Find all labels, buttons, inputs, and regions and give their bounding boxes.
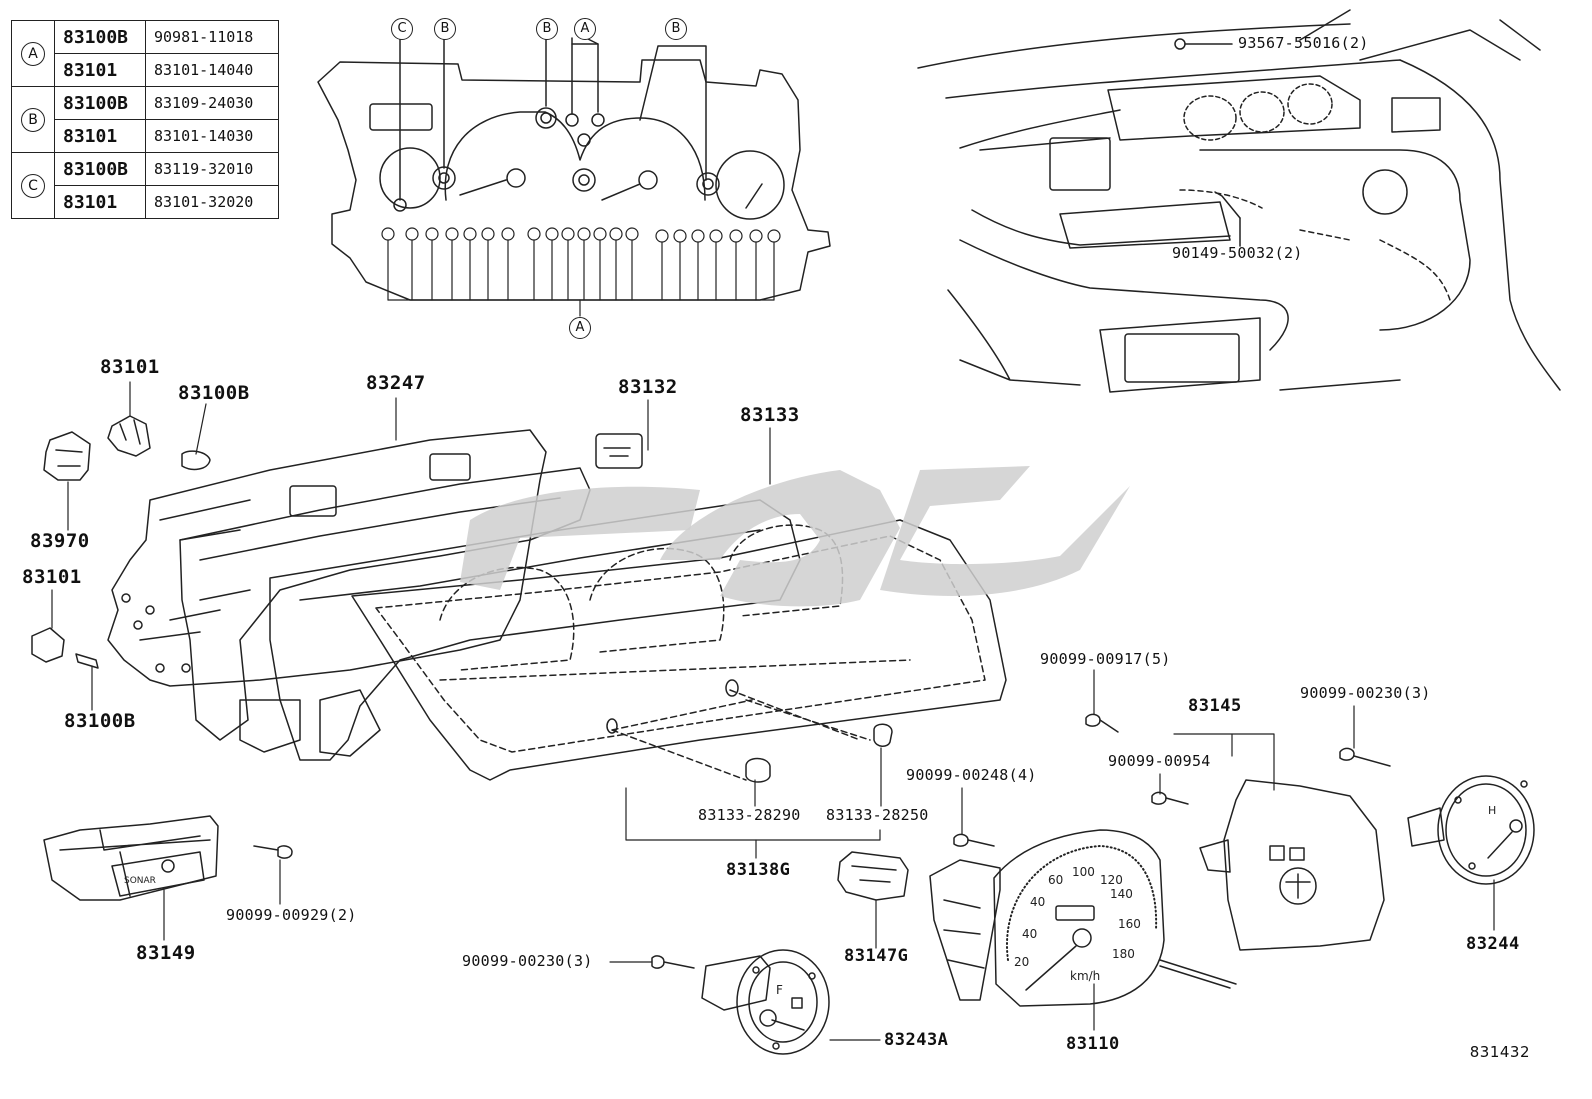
part-label[interactable]: 90099-00230(3) xyxy=(1300,684,1431,702)
temp-gauge-high-mark: H xyxy=(1488,804,1496,817)
diagram-code: 831432 xyxy=(1469,1043,1530,1061)
part-label[interactable]: 83100B xyxy=(178,382,250,404)
legend-part: 83100B xyxy=(54,86,146,120)
legend-row: 83101 83101-14030 xyxy=(12,119,279,153)
part-label[interactable]: 83138G xyxy=(726,860,791,880)
legend-symbol-cell: A xyxy=(11,20,55,87)
bulb-socket-row xyxy=(393,107,720,212)
scale-mark: 100 xyxy=(1072,865,1095,879)
part-label[interactable]: 90149-50032(2) xyxy=(1172,244,1303,262)
legend-part: 83101 xyxy=(54,119,146,153)
bulb-legend-table: A 83100B 90981-11018 83101 83101-14040 B… xyxy=(11,20,279,219)
part-label[interactable]: 83100B xyxy=(64,710,136,732)
legend-number: 83101-14040 xyxy=(145,53,279,87)
cluster-circuit-board xyxy=(179,433,643,753)
part-label[interactable]: 83145 xyxy=(1188,696,1242,716)
callout-a: A xyxy=(569,317,591,339)
part-label[interactable]: 93567-55016(2) xyxy=(1238,34,1369,52)
callout-b: B xyxy=(434,18,456,40)
legend-symbol-b: B xyxy=(21,107,45,132)
bulb-socket-parts xyxy=(31,415,211,669)
sonar-module: SONAR xyxy=(43,815,219,901)
dashboard-location-view xyxy=(917,9,1561,393)
sonar-text: SONAR xyxy=(124,876,156,886)
legend-symbol-c: C xyxy=(21,173,45,198)
part-label[interactable]: 83243A xyxy=(884,1030,949,1050)
cluster-backplate-map xyxy=(317,37,831,317)
part-label[interactable]: 83133-28290 xyxy=(698,806,801,824)
part-label[interactable]: 83149 xyxy=(136,942,196,964)
legend-row: B 83100B 83109-24030 xyxy=(11,86,279,153)
part-label[interactable]: 90099-00917(5) xyxy=(1040,650,1171,668)
scale-mark: 20 xyxy=(1014,955,1029,969)
part-label[interactable]: 90099-00248(4) xyxy=(906,766,1037,784)
legend-part: 83100B xyxy=(54,152,146,186)
legend-part: 83100B xyxy=(54,20,146,54)
scale-mark: 120 xyxy=(1100,873,1123,887)
temperature-gauge: H xyxy=(1407,775,1535,885)
part-label[interactable]: 90099-00954 xyxy=(1108,752,1211,770)
tachometer-case xyxy=(1199,779,1385,951)
speed-unit: km/h xyxy=(1070,969,1100,983)
part-label[interactable]: 83101 xyxy=(22,566,82,588)
legend-row: 83101 83101-14040 xyxy=(12,53,279,87)
scale-mark: 60 xyxy=(1048,873,1063,887)
part-label[interactable]: 83101 xyxy=(100,356,160,378)
connector-part xyxy=(837,851,909,901)
part-label[interactable]: 83247 xyxy=(366,372,426,394)
legend-row: 83101 83101-32020 xyxy=(12,185,279,219)
speedometer-scale: 20 40 40 60 100 120 140 160 180 km/h xyxy=(1014,865,1141,983)
part-label[interactable]: 83132 xyxy=(618,376,678,398)
watermark-logo xyxy=(460,466,1130,607)
scale-mark: 40 xyxy=(1022,927,1037,941)
legend-row: C 83100B 83119-32010 xyxy=(11,152,279,219)
cluster-lens-clips xyxy=(745,723,893,783)
part-label[interactable]: 83133 xyxy=(740,404,800,426)
part-label[interactable]: 83970 xyxy=(30,530,90,552)
legend-number: 83119-32010 xyxy=(145,152,279,186)
legend-number: 83109-24030 xyxy=(145,86,279,120)
scale-mark: 180 xyxy=(1112,947,1135,961)
scale-mark: 40 xyxy=(1030,895,1045,909)
fuel-gauge: F xyxy=(701,949,830,1055)
fuel-gauge-full-mark: F xyxy=(776,983,783,997)
part-label[interactable]: 83110 xyxy=(1066,1034,1120,1054)
scale-mark: 140 xyxy=(1110,887,1133,901)
bulb-bottom-row xyxy=(381,227,781,317)
speedometer xyxy=(929,829,1237,1007)
legend-part: 83101 xyxy=(54,53,146,87)
scale-mark: 160 xyxy=(1118,917,1141,931)
callout-c: C xyxy=(391,18,413,40)
callout-a: A xyxy=(574,18,596,40)
callout-b: B xyxy=(536,18,558,40)
part-label[interactable]: 83147G xyxy=(844,946,909,966)
leader-lines xyxy=(51,381,1495,1041)
legend-row: A 83100B 90981-11018 xyxy=(11,20,279,87)
legend-symbol-a: A xyxy=(21,41,45,66)
legend-number: 83101-14030 xyxy=(145,119,279,153)
cluster-back-housing xyxy=(107,429,547,687)
legend-number: 83101-32020 xyxy=(145,185,279,219)
part-label[interactable]: 90099-00230(3) xyxy=(462,952,593,970)
screw-parts xyxy=(253,713,1391,969)
part-label[interactable]: 90099-00929(2) xyxy=(226,906,357,924)
part-label[interactable]: 83244 xyxy=(1466,934,1520,954)
callout-b: B xyxy=(665,18,687,40)
part-label[interactable]: 83133-28250 xyxy=(826,806,929,824)
legend-part: 83101 xyxy=(54,185,146,219)
